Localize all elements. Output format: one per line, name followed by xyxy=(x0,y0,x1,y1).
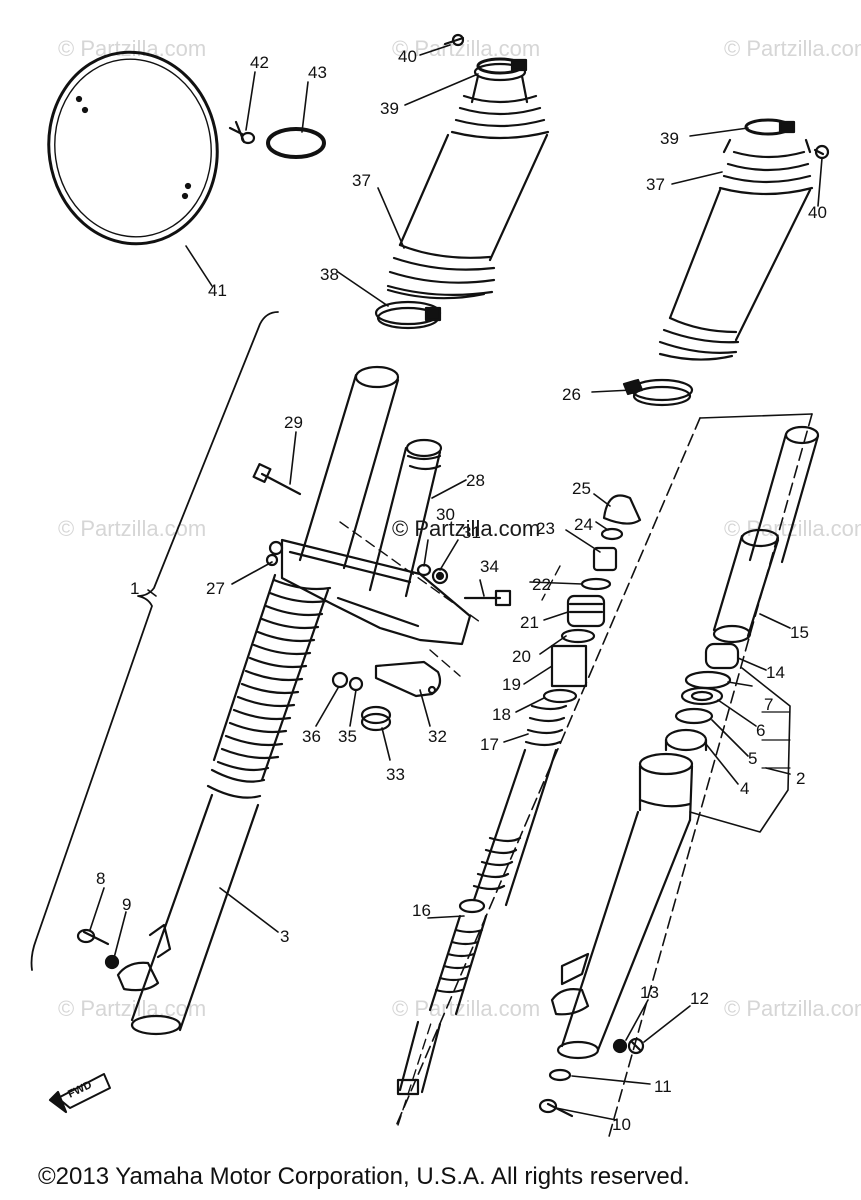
callout-30: 30 xyxy=(436,505,455,524)
callout-42: 42 xyxy=(250,53,269,72)
callout-13: 13 xyxy=(640,983,659,1002)
callout-3: 3 xyxy=(280,927,289,946)
callout-8: 8 xyxy=(96,869,105,888)
callout-35: 35 xyxy=(338,727,357,746)
callout-24: 24 xyxy=(574,515,593,534)
callout-36: 36 xyxy=(302,727,321,746)
callout-5: 5 xyxy=(748,749,757,768)
callout-43: 43 xyxy=(308,63,327,82)
fork-boot-right xyxy=(622,118,830,407)
callout-41: 41 xyxy=(208,281,227,300)
callout-28: 28 xyxy=(466,471,485,490)
watermark: © Partzilla.com xyxy=(392,36,541,61)
callout-15: 15 xyxy=(790,623,809,642)
callout-22: 22 xyxy=(532,575,551,594)
callout-31: 31 xyxy=(462,523,481,542)
leader-lines xyxy=(89,44,823,1121)
callout-37: 37 xyxy=(352,171,371,190)
watermark: © Partzilla.com xyxy=(724,996,861,1021)
callout-16: 16 xyxy=(412,901,431,920)
copyright-notice: ©2013 Yamaha Motor Corporation, U.S.A. A… xyxy=(38,1163,690,1190)
callout-26: 26 xyxy=(562,385,581,404)
callout-18: 18 xyxy=(492,705,511,724)
screw-42 xyxy=(228,120,256,145)
fork-assembly-left xyxy=(76,365,512,1036)
callout-25: 25 xyxy=(572,479,591,498)
callout-4: 4 xyxy=(740,779,749,798)
callout-10: 10 xyxy=(612,1115,631,1134)
center-watermark: © Partzilla.com xyxy=(392,516,541,541)
callout-19: 19 xyxy=(502,675,521,694)
callout-9: 9 xyxy=(122,895,131,914)
callout-2: 2 xyxy=(796,769,805,788)
callout-29: 29 xyxy=(284,413,303,432)
callout-27: 27 xyxy=(206,579,225,598)
callout-12: 12 xyxy=(690,989,709,1008)
callout-21: 21 xyxy=(520,613,539,632)
callout-1: 1 xyxy=(130,579,139,598)
ring-43 xyxy=(266,127,326,159)
callout-32: 32 xyxy=(428,727,447,746)
callout-6: 6 xyxy=(756,721,765,740)
callout-14: 14 xyxy=(766,663,785,682)
watermark: © Partzilla.com xyxy=(724,36,861,61)
watermark: © Partzilla.com xyxy=(58,36,207,61)
callout-33: 33 xyxy=(386,765,405,784)
fork-assembly-right xyxy=(395,413,820,1141)
watermark: © Partzilla.com xyxy=(392,996,541,1021)
callout-34: 34 xyxy=(480,557,499,576)
fork-boot-left xyxy=(374,33,550,330)
callout-39: 39 xyxy=(380,99,399,118)
callout-38: 38 xyxy=(320,265,339,284)
callout-40: 40 xyxy=(398,47,417,66)
callout-40-right: 40 xyxy=(808,203,827,222)
headlight-rim xyxy=(47,50,219,246)
callout-7: 7 xyxy=(764,695,773,714)
assembly-bracket xyxy=(30,311,279,971)
callout-39-right: 39 xyxy=(660,129,679,148)
callout-37-right: 37 xyxy=(646,175,665,194)
callout-numbers: 1 2 3 4 5 6 7 8 9 10 11 12 13 14 15 16 1… xyxy=(96,47,827,1134)
callout-20: 20 xyxy=(512,647,531,666)
callout-23: 23 xyxy=(536,519,555,538)
fwd-arrow: FWD xyxy=(48,1073,111,1114)
callout-17: 17 xyxy=(480,735,499,754)
callout-11: 11 xyxy=(654,1077,672,1096)
